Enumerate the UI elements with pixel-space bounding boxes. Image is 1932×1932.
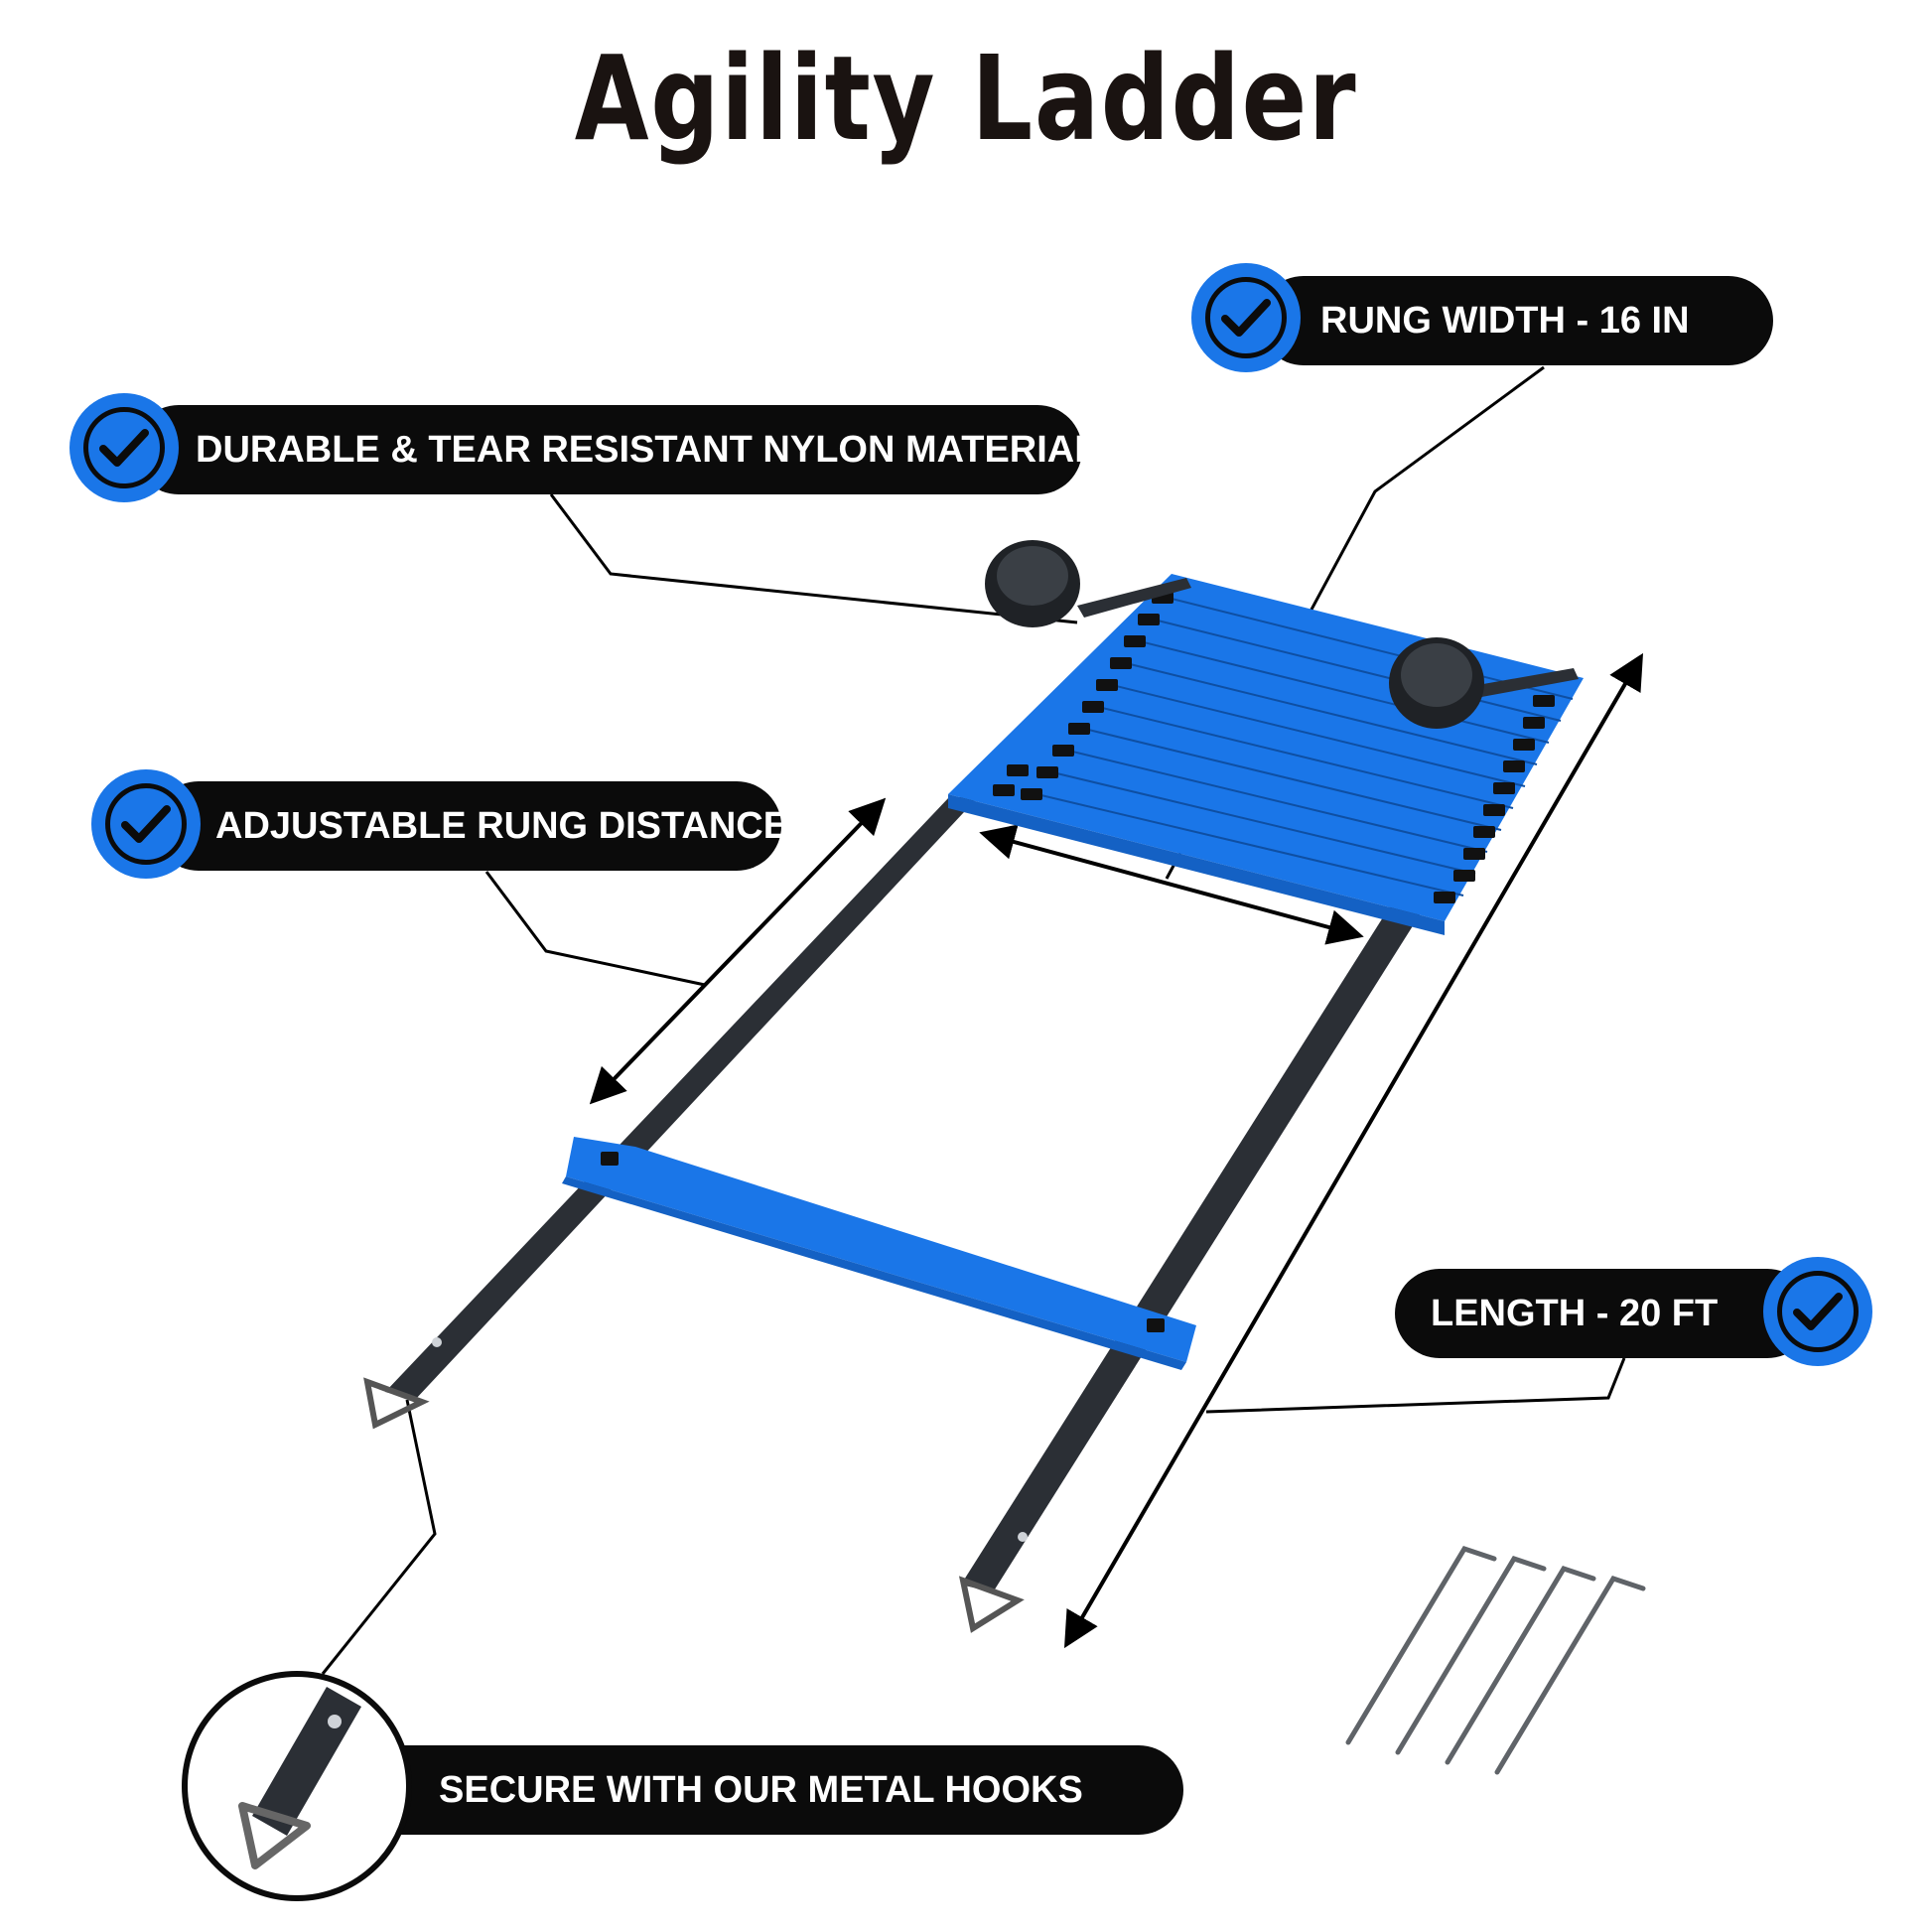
rung-width-label: RUNG WIDTH - 16 IN	[1320, 300, 1690, 342]
length-pill: LENGTH - 20 FT	[1395, 1269, 1812, 1358]
leader-hooks	[321, 1399, 437, 1675]
hooks-pill: SECURE WITH OUR METAL HOOKS	[328, 1745, 1183, 1835]
check-circle-icon	[69, 393, 179, 502]
rung-width-pill: RUNG WIDTH - 16 IN	[1259, 276, 1773, 365]
check-circle-icon	[1191, 263, 1301, 372]
left-strap	[385, 797, 978, 1400]
metal-stakes	[1345, 1545, 1646, 1775]
deployed-rung	[562, 1137, 1196, 1370]
strap-rolls	[985, 540, 1484, 729]
material-pill: DURABLE & TEAR RESISTANT NYLON MATERIAL	[134, 405, 1098, 494]
page-title: Agility Ladder	[574, 30, 1358, 167]
rung-distance-label: ADJUSTABLE RUNG DISTANCE	[215, 805, 789, 847]
right-strap	[961, 898, 1426, 1592]
material-label: DURABLE & TEAR RESISTANT NYLON MATERIAL	[196, 429, 1098, 471]
hooks-label: SECURE WITH OUR METAL HOOKS	[439, 1769, 1083, 1811]
leader-material	[549, 493, 1078, 624]
length-label: LENGTH - 20 FT	[1431, 1293, 1719, 1334]
leader-rung-distance	[484, 871, 706, 987]
rung-distance-pill: ADJUSTABLE RUNG DISTANCE	[154, 781, 789, 871]
strap-hardware	[363, 1337, 1028, 1633]
stacked-rungs	[948, 574, 1584, 935]
check-circle-icon	[91, 769, 201, 879]
rung-distance-arrow	[589, 797, 887, 1105]
hook-closeup-icon	[182, 1671, 412, 1901]
check-circle-icon	[1763, 1257, 1872, 1366]
ladder-straps	[385, 797, 1426, 1592]
measure-arrows	[589, 652, 1644, 1649]
leader-length	[1205, 1357, 1626, 1414]
length-arrow	[1063, 652, 1644, 1649]
